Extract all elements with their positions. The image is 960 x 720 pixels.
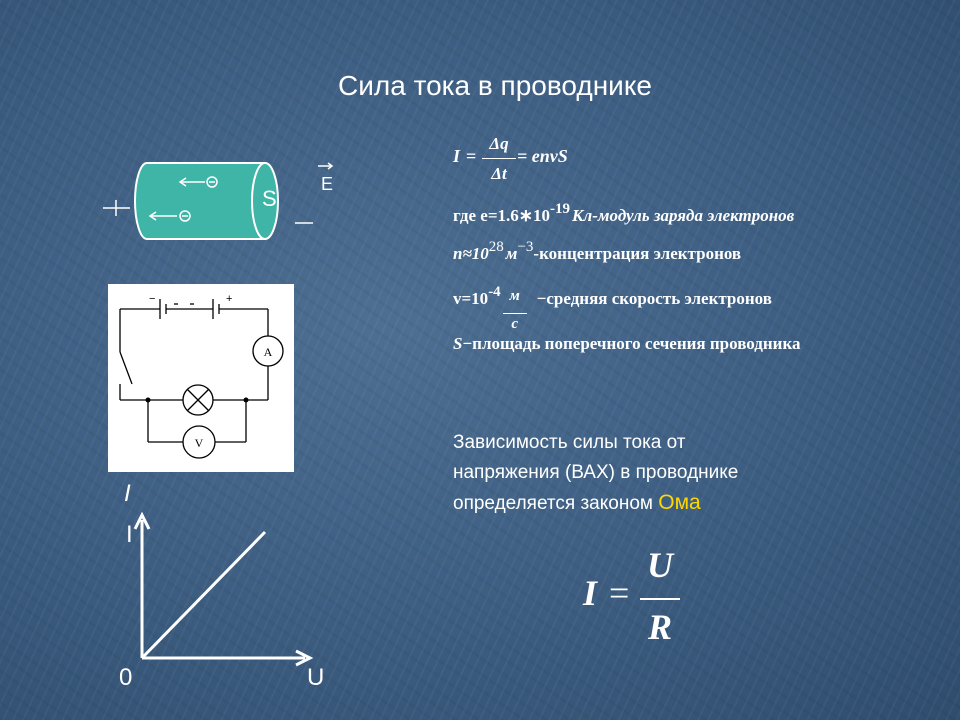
desc-line-3: определяется законом Ома [453,491,701,514]
e-label: E [321,174,334,194]
circuit-diagram: A V − + [119,293,284,459]
origin-label: 0 [119,664,133,691]
y-axis-arrow [133,511,151,530]
ammeter-label: A [264,345,273,359]
def-v-bar [502,313,527,314]
formula-eq: = [466,146,477,166]
def-s: S−площадь поперечного сечения проводника [453,334,801,353]
def-v-exp: -4 [488,284,501,300]
formula-rhs: = envS [517,146,568,166]
def-e-suffix: Кл-модуль заряда электронов [572,206,795,225]
formula-numerator: Δq [489,134,509,153]
ohm-eq: = [609,573,630,613]
def-e-exp: -19 [550,201,570,217]
y-label: I [126,521,133,548]
x-axis-arrow [295,649,314,667]
voltmeter-label: V [195,436,204,450]
desc-line-1: Зависимость силы тока от [453,432,686,453]
y-label-italic: I [124,480,131,507]
ohm-numerator: U [647,545,673,585]
ohm-law-formula: I = U R [580,545,700,652]
desc-line-2: напряжения (ВАХ) в проводнике [453,462,739,483]
circuit-panel: A V − + [108,284,294,472]
ohm-denominator: R [647,607,672,647]
current-formula: I = Δq Δt = envS [453,134,653,192]
ohm-highlight: Ома [658,491,701,514]
ohm-lhs: I [583,573,598,613]
iu-graph [133,511,314,667]
conductor-diagram [103,162,334,240]
iu-line [140,530,267,660]
def-n-exp: 28 [488,239,504,255]
formula-fraction-bar [482,158,516,159]
slide-title: Сила тока в проводнике [338,70,652,101]
battery-plus-label: + [226,293,232,305]
formula-lhs: I [453,146,461,166]
s-label: S [262,186,277,211]
formula-denominator: Δt [491,164,507,183]
ohm-description: Зависимость силы тока от напряжения (ВАХ… [453,428,873,519]
ohm-fraction-bar [640,598,680,600]
x-label: U [307,664,325,691]
battery-minus-label: − [149,293,155,305]
